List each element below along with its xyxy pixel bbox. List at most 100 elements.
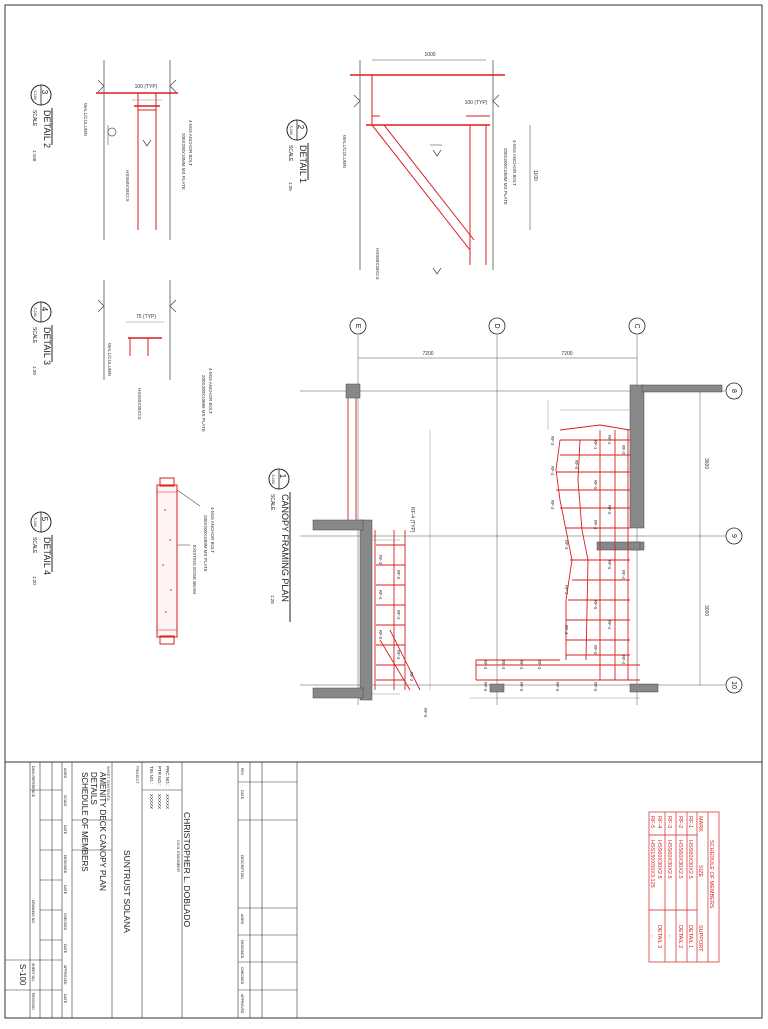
project-name: SUNTRUST SOLANA — [122, 850, 132, 933]
row-date-1: DATE — [63, 825, 67, 835]
member-tag: RF-5 — [607, 560, 612, 570]
member-tag: RF-5 — [555, 682, 560, 692]
schedule-row-1-size: HSS60X30X2.5 — [687, 840, 693, 879]
member-tag: RF-5 — [483, 682, 488, 692]
detail-3-scale: 1:100 — [32, 150, 37, 162]
schedule-row-4-mark: RF-4 — [656, 816, 662, 828]
title-block-text: REV DATE DESCRIPTION AGRD DESIGNED CHECK… — [18, 766, 244, 1014]
member-tag: RF-5 — [574, 460, 579, 470]
tin-value: XXXXX — [149, 794, 154, 809]
detail-2-note-3: HSS60X30X2.5 — [375, 248, 380, 280]
member-tag: RF-5 — [593, 600, 598, 610]
schedule-title: SCHEDULE OF MEMBERS — [708, 840, 714, 909]
detail-5-notes: 4-M16 ANCHOR BOLT 200X200X10MM MS PLATE … — [192, 507, 215, 594]
detail-2-number: 2 — [296, 125, 305, 130]
member-tag: RF-3 — [396, 650, 401, 660]
detail-5-number: 5 — [40, 517, 49, 522]
plan-label: 1 S-100 CANOPY FRAMING PLAN SCALE 1:25 — [268, 468, 291, 622]
member-tag: RF-3 — [564, 625, 569, 635]
detail-5-note-3: EXISTING EDGE BEAM — [192, 545, 197, 594]
detail-2-dim-typ: 100 (TYP) — [465, 100, 488, 106]
member-tag: RF-3 — [537, 660, 542, 670]
plan-dim-top-1: 7200 — [422, 351, 433, 357]
plan-sheet: S-100 — [271, 474, 275, 483]
grid-bubble-9: 9 — [730, 534, 737, 538]
schedule-row-1-mark: RF-1 — [687, 816, 693, 828]
detail-3-sheet: S-100 — [33, 90, 37, 99]
detail-2-label: 2 S-100 DETAIL 1 SCALE 1:25 — [286, 119, 309, 191]
detail-4-sheet: S-100 — [33, 307, 37, 316]
schedule-header-mark: MARK — [697, 816, 703, 832]
member-tag: RF-5 — [593, 480, 598, 490]
detail-2-drawing — [350, 59, 531, 275]
member-tag: RF-1 — [593, 440, 598, 450]
row-date-2: DATE — [63, 885, 67, 895]
detail-4-notes: 4-M16 ANCHOR BOLT 200X200X10MM MS PLATE … — [107, 343, 213, 432]
rev-header-date: DATE — [240, 790, 244, 800]
row-dwg-reference: DWG REFERENCE — [31, 766, 35, 798]
rev-header-agrd: AGRD — [240, 914, 244, 925]
rev-header-description: DESCRIPTION — [240, 855, 244, 879]
schedule-row-5-support: - — [649, 935, 655, 937]
plan-title: CANOPY FRAMING PLAN — [280, 494, 290, 602]
detail-2-sheet: S-100 — [289, 125, 293, 134]
plan-number: 1 — [278, 474, 287, 479]
detail-4-title: DETAIL 3 — [42, 327, 52, 365]
detail-3-number: 3 — [40, 90, 49, 95]
sheet-contents-label: SHEET CONTENTS — [106, 766, 110, 801]
member-tag: RF-3 — [550, 500, 555, 510]
schedule-row-3-support: - — [666, 935, 672, 937]
grid-bubble-e: E — [354, 324, 361, 329]
sheet-number: S-100 — [18, 964, 27, 986]
detail-2-note-4: WALL/COLUMN — [342, 135, 347, 168]
member-tag: RF-4 — [621, 655, 626, 665]
member-tag: RF-2 — [409, 672, 414, 682]
detail-2-notes: 4-M16 ANCHOR BOLT 200X200X10MM MS PLATE … — [342, 135, 517, 280]
member-tag: RF-3 — [501, 660, 506, 670]
plan-scale: 1:25 — [270, 595, 275, 604]
plan-dimension-strings — [370, 400, 640, 699]
schedule-text: SCHEDULE OF MEMBERS MARK SIZE SUPPORT RF… — [649, 816, 714, 952]
detail-5-note-1: 4-M16 ANCHOR BOLT — [210, 507, 215, 553]
detail-5-sheet: S-100 — [33, 517, 37, 526]
detail-5-drawing — [156, 477, 201, 645]
schedule-row-4-size: HSS60X30X2.5 — [656, 840, 662, 879]
prc-label: PRC NO.: — [165, 766, 170, 786]
detail-3-dim: 100 (TYP) — [135, 84, 158, 90]
member-tag: RF-5 — [396, 570, 401, 580]
member-tag: RF-4 — [607, 620, 612, 630]
prc-value: XXXXX — [165, 794, 170, 809]
sheet-contents-2: DETAILS — [89, 772, 98, 805]
schedule-row-4-support: DETAIL 3 — [656, 925, 662, 948]
grid-bubble-d: D — [493, 323, 500, 328]
rev-header-rev: REV — [240, 768, 244, 776]
schedule-header-size: SIZE — [697, 865, 703, 878]
sheet-border — [4, 4, 763, 1019]
rev-header-approved: APPROVED — [240, 994, 244, 1014]
row-agrd: AGRD — [63, 768, 67, 779]
schedule-header-support: SUPPORT — [697, 925, 703, 952]
detail-2-dim-top: 1000 — [424, 52, 435, 58]
detail-2-note-2: 200X200X10MM MS PLATE — [503, 148, 508, 205]
detail-3-scale-label: SCALE — [31, 110, 37, 127]
row-approved: APPROVED — [63, 965, 67, 985]
engineer-name: CHRISTOPHER L. DOBLADO — [182, 812, 192, 927]
grid-bubble-8: 8 — [730, 389, 737, 393]
member-tag: RF-5 — [593, 645, 598, 655]
detail-5-note-2: 200X200X10MM MS PLATE — [203, 515, 208, 572]
member-tag: RF-4 — [593, 520, 598, 530]
member-tag: RF-5 — [593, 682, 598, 692]
detail-3-drawing — [96, 60, 178, 240]
member-tag: RF-5 — [378, 630, 383, 640]
schedule-row-1-support: DETAIL 1 — [687, 925, 693, 948]
row-checked: CHECKED — [63, 913, 67, 931]
plan-dim-right-2: 3000 — [703, 605, 709, 616]
detail-3-note-4: WALL/COLUMN — [83, 103, 88, 136]
row-drawing-no: DRAWING NO. — [31, 900, 35, 924]
sheet-contents-1: AMENITY DECK CANOPY PLAN — [98, 772, 107, 891]
detail-2-scale-label: SCALE — [287, 145, 293, 162]
member-tag: RF-3 — [396, 610, 401, 620]
detail-4-label: 4 S-100 DETAIL 3 SCALE 1:20 — [30, 301, 53, 375]
